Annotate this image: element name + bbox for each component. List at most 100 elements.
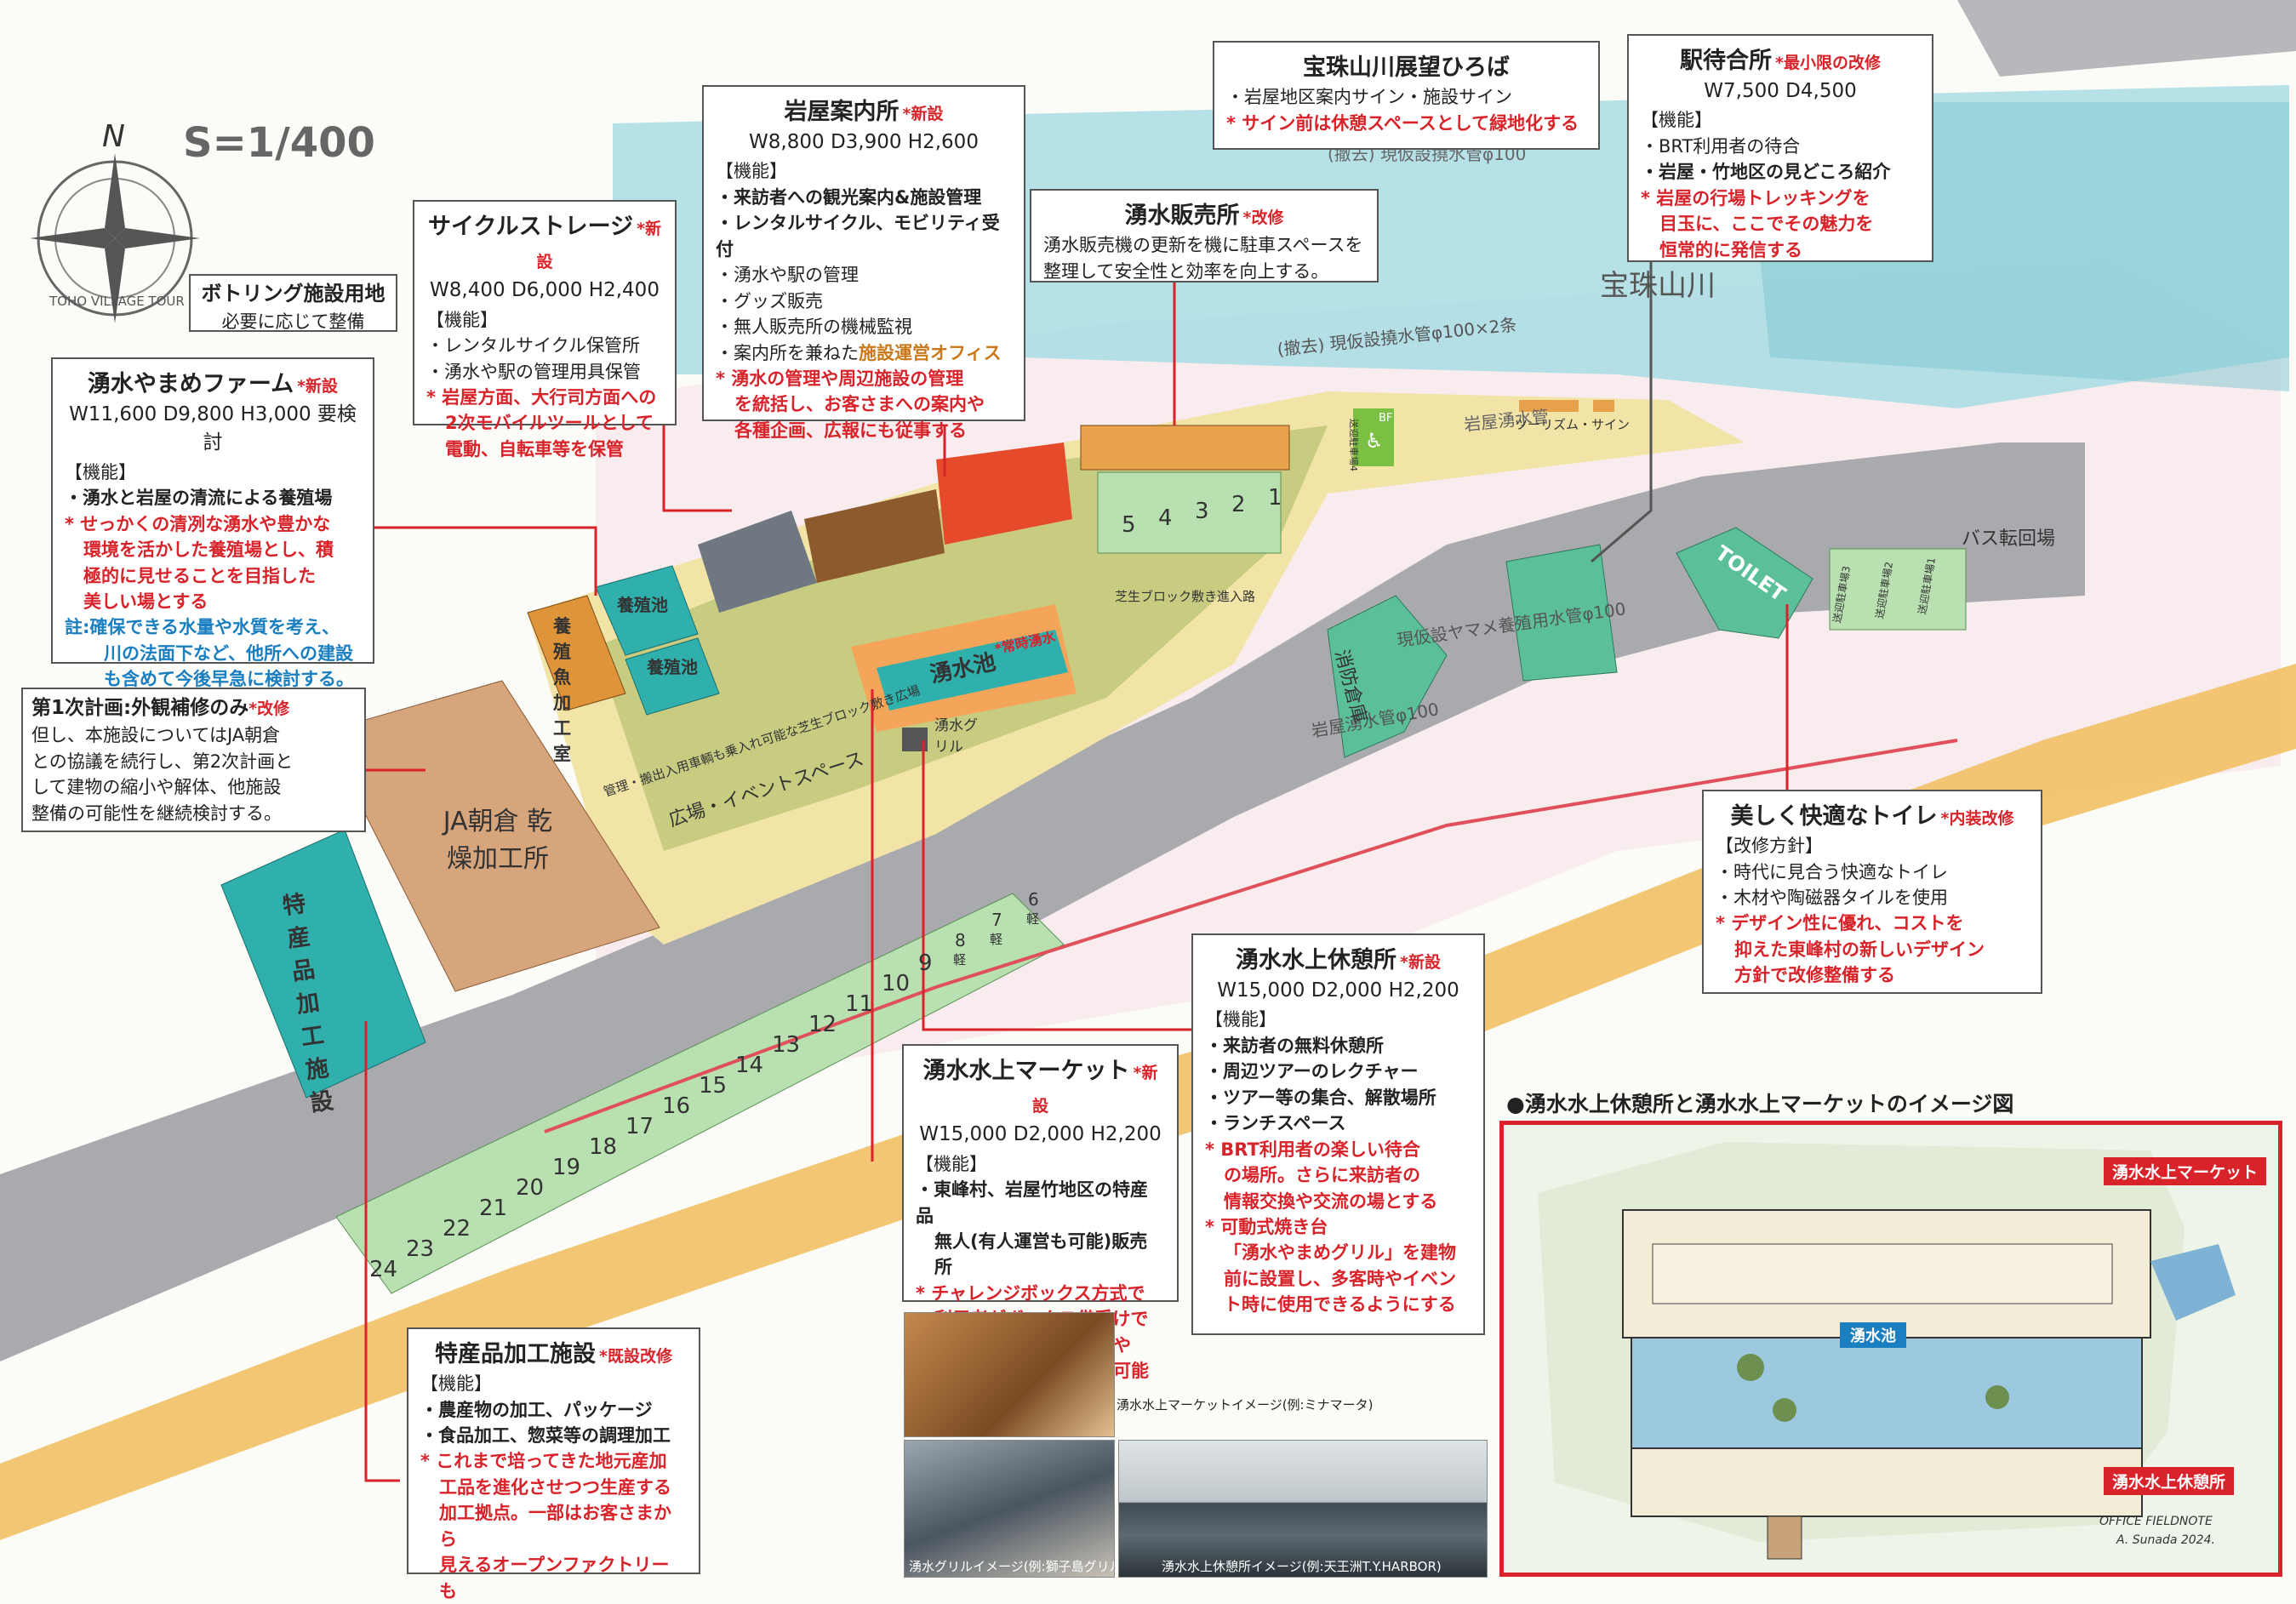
fish-pond-2	[625, 637, 720, 716]
parking-stall-9: 9	[918, 950, 933, 976]
observatory-box: 宝珠山川展望ひろば ・岩屋地区案内サイン・施設サイン * サイン前は休憩スペース…	[1213, 41, 1600, 150]
cycle-title: サイクルストレージ	[427, 214, 634, 240]
vending-station	[1080, 425, 1290, 471]
station-tag: *最小限の改修	[1775, 54, 1881, 72]
rest-box: 湧水水上休憩所*新設 W15,000 D2,000 H2,200 【機能】 ・来…	[1191, 933, 1485, 1335]
bus-turnaround-label: バス転回場	[1962, 528, 2056, 550]
first-l3: 整備の可能性を継続検討する。	[31, 802, 282, 824]
parking-stall-4: 4	[1158, 505, 1173, 531]
lower-parking-strip	[335, 893, 1065, 1294]
leader-farm	[374, 526, 597, 596]
iwaya-r2: 各種企画、広報にも従事する	[734, 420, 967, 441]
rest-r2: 情報交換や交流の場とする	[1224, 1190, 1438, 1212]
farm-k1: ・湧水と岩屋の清流による養殖場	[65, 488, 333, 509]
station-k1: ・岩屋・竹地区の見どころ紹介	[1641, 162, 1891, 183]
proc-k1: ・食品加工、惣菜等の調理加工	[420, 1425, 671, 1447]
toilet-r2: 方針で改修整備する	[1734, 965, 1895, 986]
sketch-signature-1: OFFICE FIELDNOTE	[2099, 1515, 2213, 1528]
station-r0: * 岩屋の行場トレッキングを	[1641, 187, 1870, 208]
proc-title: 特産品加工施設	[435, 1341, 597, 1367]
farm-dim: W11,600 D9,800 H3,000 要検討	[69, 403, 357, 454]
river-label: 宝珠山川	[1600, 269, 1716, 303]
pickup-parking	[1829, 548, 1967, 631]
parking-stall-20: 20	[516, 1175, 545, 1201]
parking-stall-22: 22	[443, 1216, 471, 1242]
iwaya-k1: ・来訪者への観光案内&施設管理	[716, 186, 982, 208]
leader-proc	[364, 1021, 400, 1482]
spring-pond	[877, 630, 1068, 711]
parking-stall-7: 7	[991, 910, 1002, 930]
bf-parking	[1353, 408, 1394, 466]
station-box: 駅待合所*最小限の改修 W7,500 D4,500 【機能】 ・BRT利用者の待…	[1627, 34, 1933, 262]
kei-mark: 軽	[953, 952, 967, 968]
farm-r3: 美しい場とする	[83, 591, 208, 613]
rest-title: 湧水水上休憩所	[1236, 947, 1397, 973]
station-r2: 恒常的に発信する	[1659, 239, 1802, 260]
iwaya-l1: ・湧水や駅の管理	[716, 265, 859, 286]
iwaya-box: 岩屋案内所*新設 W8,800 D3,900 H2,600 【機能】 ・来訪者へ…	[702, 85, 1025, 441]
parking-stall-18: 18	[589, 1134, 618, 1160]
parking-stall-5: 5	[1122, 512, 1136, 538]
rest-head: 【機能】	[1205, 1009, 1277, 1030]
cycle-l1: ・レンタルサイクル保管所	[426, 335, 640, 357]
station-dim: W7,500 D4,500	[1704, 80, 1857, 103]
top-road	[1957, 0, 2296, 77]
parking-stall-16: 16	[662, 1093, 691, 1119]
bottling-line: 必要に応じて整備	[221, 311, 365, 332]
tourism-sign-2	[1593, 400, 1614, 412]
grill-label: 湧水グリル	[934, 717, 978, 756]
station-r1: 目玉に、ここでその魅力を	[1659, 214, 1874, 235]
proc-tag: *既設改修	[599, 1347, 672, 1366]
leader-rest	[922, 740, 1191, 1031]
observatory-title: 宝珠山川展望ひろば	[1303, 54, 1510, 81]
toilet-head: 【改修方針】	[1716, 836, 1823, 857]
market-title: 湧水水上マーケット	[922, 1058, 1130, 1084]
vending-tag: *改修	[1242, 208, 1284, 227]
compass-ring-label: TOHO VILLAGE TOUR	[49, 294, 185, 309]
sketch-drawing	[1504, 1125, 2278, 1573]
wheelchair-icon: ♿	[1365, 429, 1384, 453]
waiting-room-building	[1505, 544, 1618, 682]
parking-stall-8: 8	[955, 930, 966, 950]
ja-label: JA朝倉 乾燥加工所	[443, 807, 553, 874]
market-k0: ・東峰村、岩屋竹地区の特産品	[916, 1179, 1148, 1226]
iwaya-dim: W8,800 D3,900 H2,600	[749, 131, 979, 154]
path-label: 芝生ブロック敷き進入路	[1115, 589, 1256, 604]
market-photo-caption: 湧水水上マーケットイメージ(例:ミナマータ)	[1117, 1397, 1374, 1413]
sketch-pond-label: 湧水池	[1840, 1322, 1906, 1348]
grill-photo-caption: 湧水グリルイメージ(例:獅子島グリル)	[909, 1559, 1128, 1574]
toilet-building	[1676, 527, 1813, 639]
first-l2: して建物の縮小や解体、他施設	[31, 777, 282, 798]
farm-title: 湧水やまめファーム	[87, 371, 294, 397]
sketch-title: ●湧水水上休憩所と湧水水上マーケットのイメージ図	[1506, 1092, 2014, 1116]
cycle-r0: * 岩屋方面、大行司方面への	[426, 386, 657, 408]
rest-r4: 「湧水やまめグリル」を建物	[1224, 1242, 1456, 1264]
parking-stall-11: 11	[845, 991, 874, 1017]
observatory-l1: ・岩屋地区案内サイン・施設サイン	[1226, 87, 1512, 108]
station-head: 【機能】	[1641, 110, 1712, 131]
rest-r3: * 可動式焼き台	[1205, 1216, 1328, 1237]
image-sketch: 湧水水上マーケット 湧水水上休憩所 湧水池 OFFICE FIELDNOTE A…	[1499, 1121, 2282, 1577]
proc-r2: 加工拠点。一部はお客さまから	[439, 1503, 671, 1550]
rest-photo-caption: 湧水水上休憩所イメージ(例:天王洲T.Y.HARBOR)	[1162, 1559, 1442, 1574]
rest-photo	[1118, 1440, 1488, 1578]
parking-stall-12: 12	[808, 1012, 837, 1037]
parking-stall-3: 3	[1195, 499, 1209, 524]
farm-b0: 註:確保できる水量や水質を考え、	[65, 617, 340, 638]
scale-label: S=1/400	[183, 119, 375, 167]
kei-mark: 軽	[1026, 911, 1040, 927]
bf-label: BF	[1379, 412, 1393, 425]
toilet-r0: * デザイン性に優れ、コストを	[1716, 913, 1964, 934]
cycle-r2: 電動、自転車等を保管	[445, 438, 624, 460]
iwaya-r1: を統括し、お客さまへの案内や	[734, 394, 985, 415]
parking-stall-2: 2	[1231, 492, 1246, 517]
sketch-tag-market: 湧水水上マーケット	[2104, 1157, 2267, 1185]
farm-box: 湧水やまめファーム*新設 W11,600 D9,800 H3,000 要検討 【…	[51, 357, 374, 689]
first-l1: との協議を続行し、第2次計画と	[31, 751, 294, 772]
iwaya-title: 岩屋案内所	[784, 99, 900, 125]
cycle-tag: *新設	[536, 220, 662, 272]
first-plan-box: 第1次計画:外観補修のみ*改修 但し、本施設についてはJA朝倉 との協議を続行し…	[21, 688, 366, 832]
iwaya-r0: * 湧水の管理や周辺施設の管理	[716, 368, 964, 389]
iwaya-info-center	[804, 489, 945, 583]
cycle-storage	[698, 511, 817, 613]
